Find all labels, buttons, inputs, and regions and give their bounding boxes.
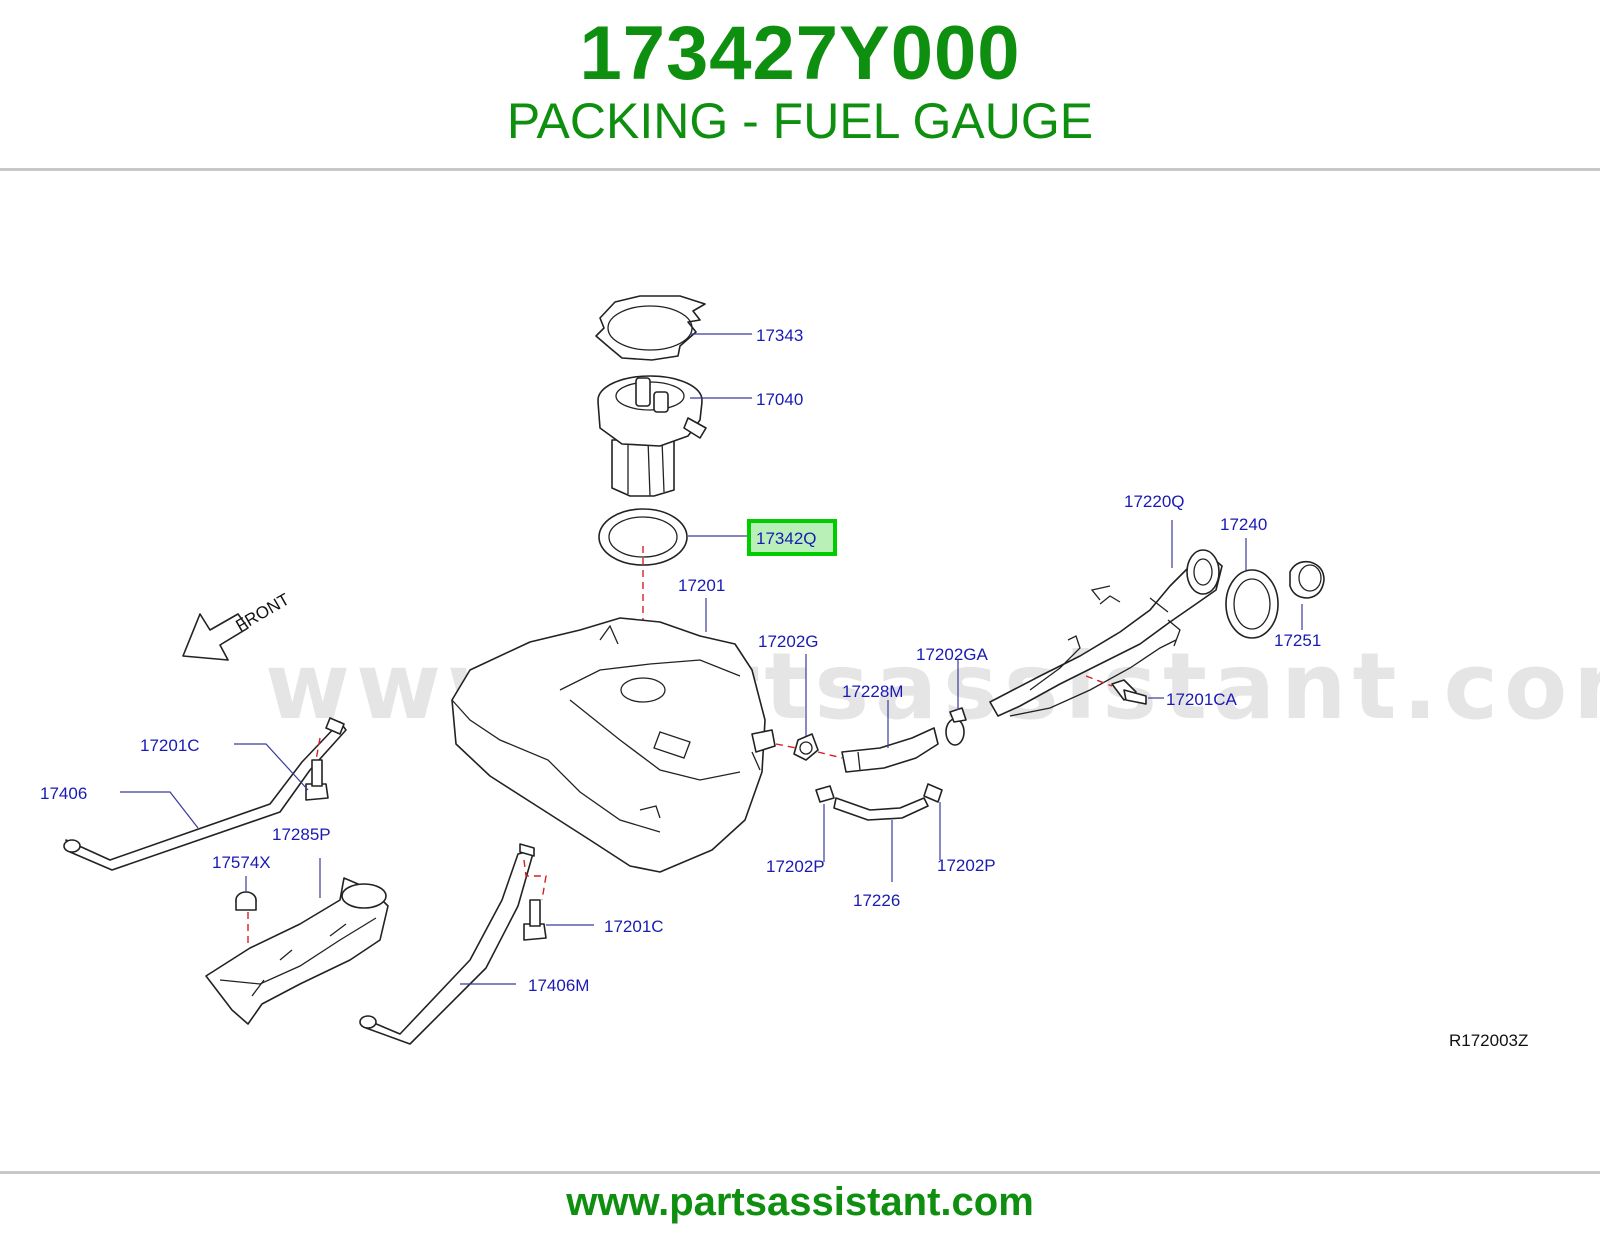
part-cap-ring-17240[interactable] [1225,569,1279,639]
part-bolt-17201C-bottom[interactable] [523,899,547,941]
part-bolt-17201C-left[interactable] [305,759,329,801]
label-17226[interactable]: 17226 [853,891,900,910]
part-heat-insulator-17285P[interactable] [205,877,389,1025]
label-17285P[interactable]: 17285P [272,825,331,844]
part-name-subtitle: PACKING - FUEL GAUGE [506,93,1094,149]
assembly-dash-line-strap-right [523,859,547,901]
label-17202G[interactable]: 17202G [758,632,819,651]
label-17202GA[interactable]: 17202GA [916,645,988,664]
part-tank-strap-17406[interactable] [63,717,347,871]
part-fuel-pump-17040[interactable] [597,375,707,497]
label-17228M[interactable]: 17228M [842,682,903,701]
label-17343[interactable]: 17343 [756,326,803,345]
label-17342Q[interactable]: 17342Q [756,529,817,548]
part-filler-hose-17228M[interactable] [841,727,939,773]
part-bolt-17201CA[interactable] [1111,679,1147,705]
highlight-box-17342Q [747,519,837,556]
label-17406[interactable]: 17406 [40,784,87,803]
label-17574X[interactable]: 17574X [212,853,271,872]
part-breather-hose-17226[interactable] [833,797,929,821]
label-17202P-left[interactable]: 17202P [766,857,825,876]
front-label: FRONT [233,590,293,636]
part-fuel-tank-17201[interactable] [451,617,776,873]
label-17201CA[interactable]: 17201CA [1166,690,1238,709]
part-tank-strap-17406M[interactable] [359,843,535,1045]
footer-divider [0,1171,1600,1174]
label-17201C-bottom[interactable]: 17201C [604,917,664,936]
part-filler-cap-17251[interactable] [1289,560,1325,599]
part-lock-ring-17343[interactable] [595,295,706,361]
label-17251[interactable]: 17251 [1274,631,1321,650]
label-17201[interactable]: 17201 [678,576,725,595]
leader-17201C-left [234,743,309,791]
part-number-title: 173427Y000 [579,11,1021,96]
label-17201C-left[interactable]: 17201C [140,736,200,755]
part-clamp-17202P-right[interactable] [923,783,943,803]
header-divider [0,168,1600,171]
part-clamp-17202G[interactable] [793,733,819,761]
footer-website-link[interactable]: www.partsassistant.com [566,1180,1034,1224]
assembly-dash-line-filler [775,743,843,759]
part-packing-17342Q[interactable] [598,508,688,566]
label-17406M[interactable]: 17406M [528,976,589,995]
diagram-reference-code: R172003Z [1449,1031,1528,1050]
part-clamp-17202P-left[interactable] [815,785,835,803]
page-header: 173427Y000 PACKING - FUEL GAUGE [0,0,1600,170]
part-clip-17574X[interactable] [235,891,257,911]
label-17040[interactable]: 17040 [756,390,803,409]
label-17240[interactable]: 17240 [1220,515,1267,534]
assembly-dash-line-bolt [1085,675,1113,687]
leader-17406 [120,791,199,829]
label-17202P-right[interactable]: 17202P [937,856,996,875]
label-17220Q[interactable]: 17220Q [1124,492,1185,511]
assembly-dash-line-strap-left [315,737,321,761]
part-filler-tube-17220Q[interactable] [989,549,1223,717]
